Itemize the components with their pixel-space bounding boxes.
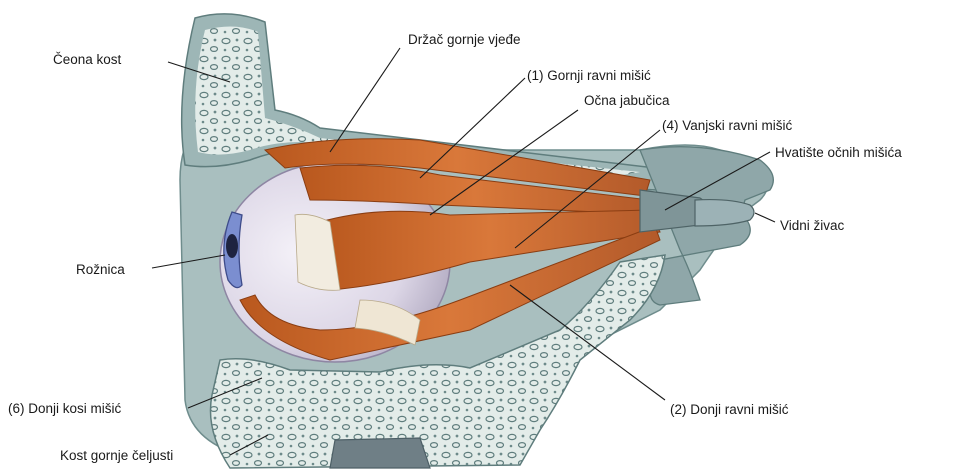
leader-optic-nerve: [755, 213, 775, 222]
maxillary-sinus: [330, 438, 430, 468]
label-optic-nerve: Vidni živac: [780, 218, 845, 233]
label-cornea: Rožnica: [76, 262, 125, 277]
label-maxilla: Kost gornje čeljusti: [60, 448, 173, 463]
label-tendon-ring: Hvatište očnih mišića: [775, 145, 902, 160]
label-inferior-rectus: (2) Donji ravni mišić: [670, 402, 789, 417]
label-superior-rectus: (1) Gornji ravni mišić: [527, 68, 651, 83]
label-inferior-oblique: (6) Donji kosi mišić: [8, 401, 122, 416]
label-lateral-rectus: (4) Vanjski ravni mišić: [662, 118, 793, 133]
label-levator: Držač gornje vjeđe: [408, 32, 521, 47]
label-frontal-bone: Čeona kost: [53, 52, 122, 67]
pupil: [226, 234, 238, 258]
label-eyeball: Očna jabučica: [584, 93, 670, 108]
